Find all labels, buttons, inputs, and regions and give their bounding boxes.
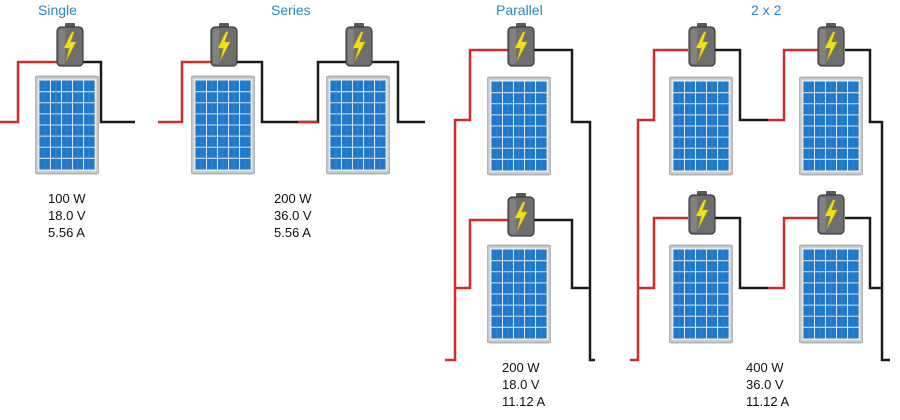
negative-bus (533, 48, 595, 362)
solar-panel-icon (669, 76, 733, 176)
positive-bus (630, 48, 688, 362)
solar-panel-icon (799, 76, 863, 176)
specs-series: 200 W 36.0 V 5.56 A (274, 190, 312, 241)
specs-single: 100 W 18.0 V 5.56 A (48, 190, 86, 241)
spec-watts: 200 W (274, 191, 312, 206)
spec-amps: 11.12 A (502, 394, 546, 409)
negative-branch (845, 216, 882, 290)
battery-bolt-icon (56, 23, 84, 67)
spec-volts: 18.0 V (502, 377, 540, 392)
solar-panel-icon (326, 75, 390, 175)
negative-wire (372, 60, 425, 124)
solar-panel-icon (487, 244, 551, 344)
battery-bolt-icon (817, 191, 845, 235)
solar-panel-icon (191, 75, 255, 175)
spec-volts: 36.0 V (274, 208, 312, 223)
positive-branch (638, 216, 688, 290)
solar-panel-icon (487, 76, 551, 176)
spec-watts: 100 W (48, 191, 86, 206)
config-title-2x2: 2 x 2 (751, 2, 782, 18)
positive-wire (158, 60, 212, 124)
parallel-config (445, 23, 595, 362)
series-link-wire (715, 216, 768, 290)
battery-bolt-icon (345, 23, 373, 67)
battery-bolt-icon (688, 23, 716, 67)
series-link-wire (715, 48, 768, 122)
battery-bolt-icon (817, 23, 845, 67)
config-title-single: Single (38, 2, 77, 18)
config-title-parallel: Parallel (496, 2, 543, 18)
negative-branch (533, 218, 590, 290)
spec-amps: 5.56 A (274, 225, 311, 240)
solar-panel-icon (35, 75, 99, 175)
negative-bus (845, 48, 890, 362)
positive-wire (0, 60, 58, 124)
spec-watts: 400 W (746, 360, 784, 375)
spec-volts: 18.0 V (48, 208, 86, 223)
single-config (0, 23, 135, 175)
specs-2x2: 400 W 36.0 V 11.12 A (746, 359, 789, 410)
series-link-red (768, 216, 818, 290)
battery-bolt-icon (210, 23, 238, 67)
series-link-red (768, 48, 818, 122)
spec-volts: 36.0 V (746, 377, 784, 392)
spec-watts: 200 W (502, 360, 540, 375)
specs-parallel: 200 W 18.0 V 11.12 A (502, 359, 545, 410)
solar-panel-icon (669, 244, 733, 344)
series-config (158, 23, 425, 175)
positive-branch (455, 218, 508, 290)
battery-bolt-icon (688, 191, 716, 235)
solar-panel-icon (799, 244, 863, 344)
config-title-series: Series (271, 2, 311, 18)
battery-bolt-icon (507, 193, 535, 237)
two-by-two-config (630, 23, 890, 362)
positive-bus (445, 48, 508, 362)
spec-amps: 5.56 A (48, 225, 85, 240)
battery-bolt-icon (507, 23, 535, 67)
negative-wire (82, 60, 135, 124)
spec-amps: 11.12 A (746, 394, 790, 409)
